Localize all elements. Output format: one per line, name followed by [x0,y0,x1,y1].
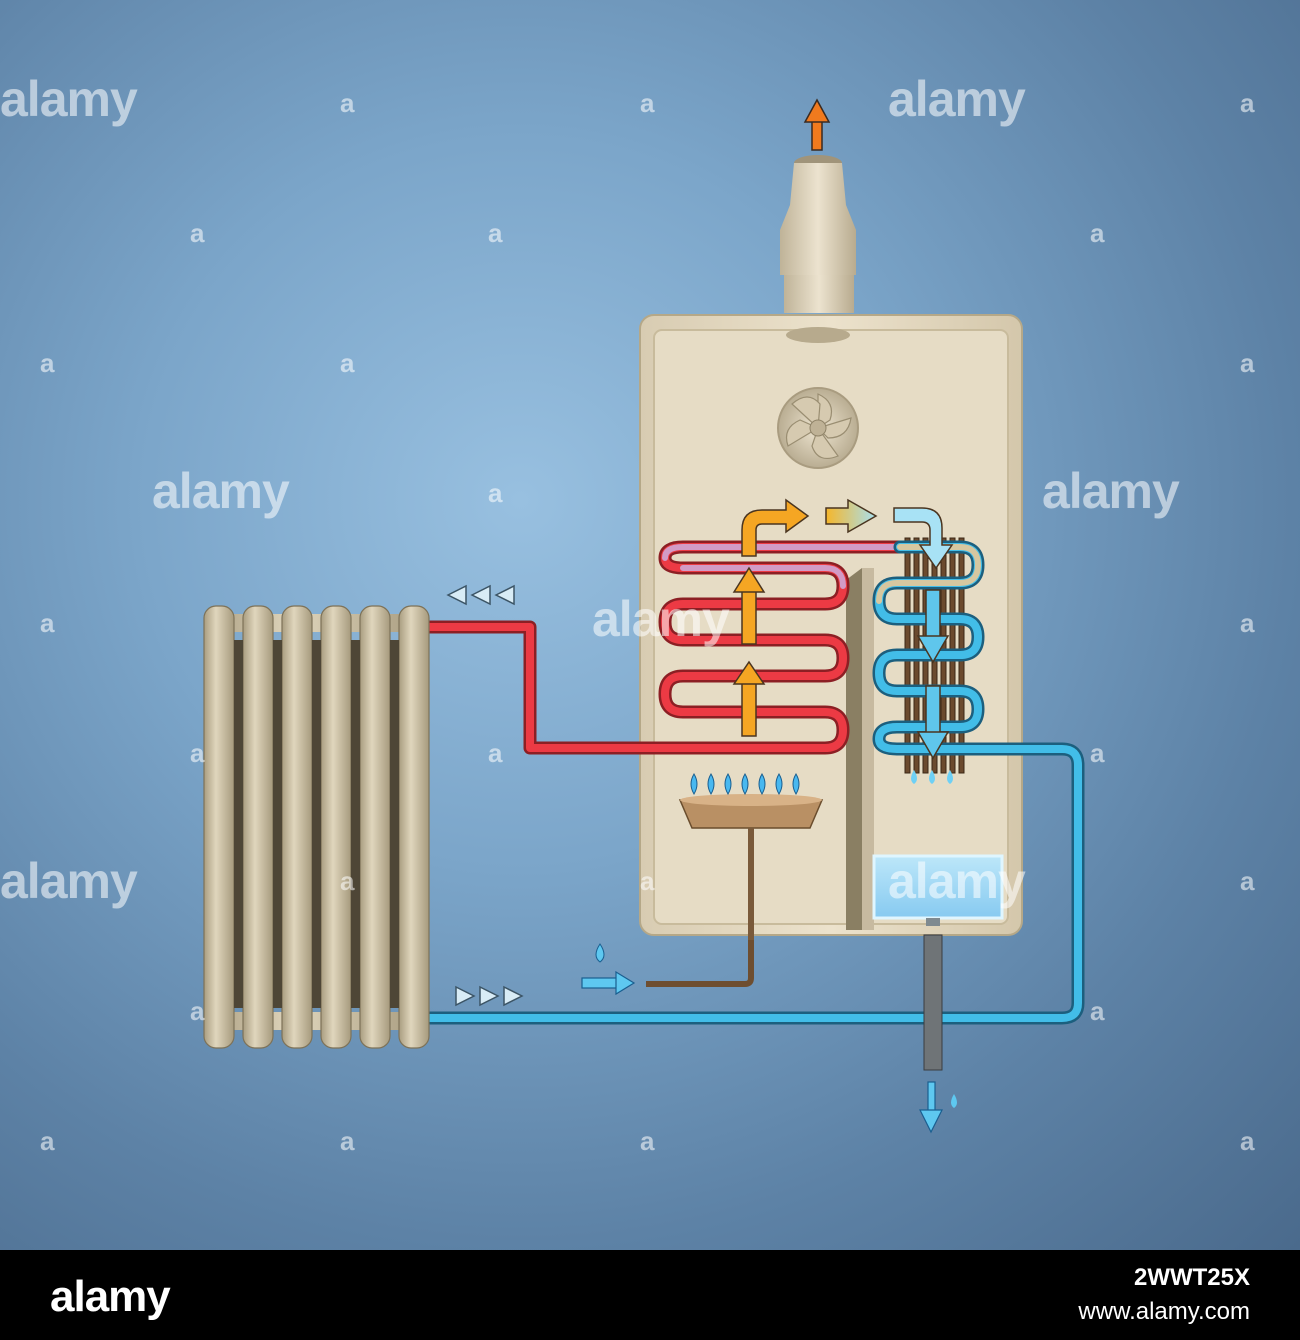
watermark-mark: a [640,1126,655,1156]
flue-gas-arrow-curve-icon [741,498,810,557]
gas-burner [678,773,824,942]
watermark: alamy [888,853,1026,909]
triangle-left-icon [446,584,467,606]
triangle-left-icon [470,584,491,606]
watermark-mark: a [1240,348,1255,378]
watermark-mark: a [190,218,205,248]
image-id: 2WWT25X [1133,1264,1250,1291]
watermark-mark: a [40,1126,55,1156]
footer-logo[interactable]: alamy [50,1272,171,1321]
flue-gas-arrow-down-icon [893,507,954,570]
flow-right-indicators [455,985,524,1007]
footer-bar: alamy 2WWT25X www.alamy.com [0,1250,1300,1340]
watermark-mark: a [340,1126,355,1156]
gas-inlet [581,940,754,996]
flue-pipe [780,155,856,313]
watermark-mark: a [1090,996,1105,1026]
watermark-mark: a [1240,608,1255,638]
watermark-mark: a [1240,1126,1255,1156]
site-link[interactable]: www.alamy.com [1078,1298,1250,1325]
watermark-mark: a [1240,88,1255,118]
watermark-mark: a [340,866,355,896]
return-water-coil [423,540,1085,1025]
watermark-mark: a [40,608,55,638]
drain-pipe [919,934,957,1134]
watermark: alamy [152,463,290,519]
watermark: alamy [1042,463,1180,519]
watermark-mark: a [40,348,55,378]
watermark-mark: a [1090,738,1105,768]
watermark-mark: a [640,88,655,118]
watermark: alamy [0,71,138,127]
watermark-mark: a [1240,866,1255,896]
droplet-icon [947,770,953,784]
watermark: alamy [888,71,1026,127]
triangle-right-icon [503,985,524,1007]
flue-gas-arrow-down-icon [916,589,950,664]
watermark-mark: a [340,348,355,378]
watermark-mark: a [488,738,503,768]
watermark-mark: a [640,866,655,896]
drain-arrow-icon [919,1081,943,1134]
triangle-left-icon [494,584,515,606]
watermark: alamy [592,591,730,647]
watermark-mark: a [340,88,355,118]
flue-gas-arrow-down-icon [916,685,950,760]
watermark-mark: a [1090,218,1105,248]
footer-info: 2WWT25X www.alamy.com [1078,1264,1250,1326]
radiator [203,605,430,1049]
droplet-icon [595,943,605,963]
watermark-mark: a [488,218,503,248]
watermark-mark: a [488,478,503,508]
exhaust-arrow-icon [803,98,831,151]
diagram-canvas [203,98,1085,1134]
droplet-icon [929,770,935,784]
flue-gas-arrow-up-icon [732,660,766,737]
condensate-tank [872,854,1004,926]
flame-icon [690,773,800,795]
boiler-housing [639,314,1023,936]
condensate-drops [911,770,953,784]
flue-gas-arrow-right-icon [825,498,878,534]
triangle-right-icon [455,985,476,1007]
primary-heat-exchanger-coil [423,540,907,755]
boiler-diagram: alamy alamy alamy alamy alamy alamy alam… [0,0,1300,1250]
flue-gas-arrow-up-icon [732,566,766,645]
triangle-right-icon [479,985,500,1007]
watermark-mark: a [190,738,205,768]
droplet-icon [951,1094,957,1108]
watermark: alamy [0,853,138,909]
flue-gas-arrows [732,498,954,760]
flow-left-indicators [446,584,515,606]
gas-inlet-arrow-icon [581,970,636,996]
droplet-icon [911,770,917,784]
fan-icon [777,387,859,469]
divider-wall [846,568,874,930]
watermark-mark: a [190,996,205,1026]
